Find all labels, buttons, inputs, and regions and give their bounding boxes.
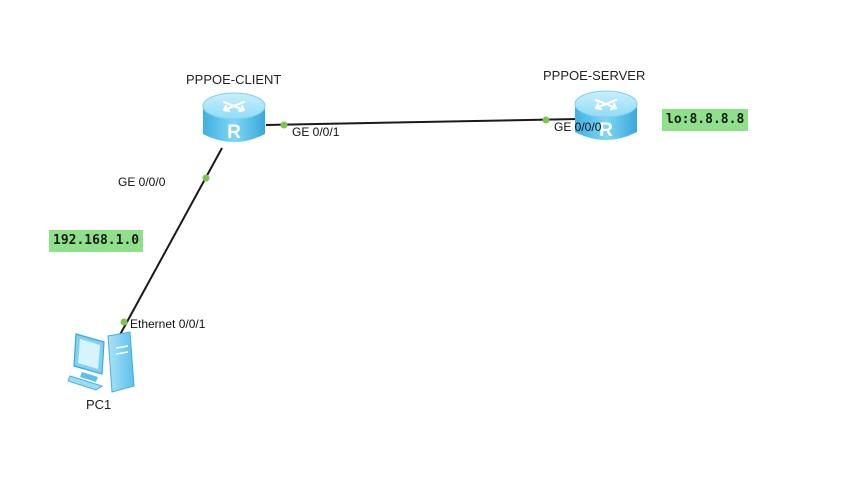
port-dot-pc-eth[interactable] — [120, 318, 128, 326]
port-dot-server-ge000[interactable] — [542, 116, 550, 124]
pc-icon[interactable] — [67, 331, 135, 393]
device-label-client: PPPOE-CLIENT — [186, 72, 282, 87]
port-label-pc-eth: Ethernet 0/0/1 — [130, 317, 206, 331]
port-dot-client-ge001[interactable] — [280, 121, 288, 129]
port-dot-client-ge000[interactable] — [202, 174, 210, 182]
router-icon[interactable]: R — [202, 92, 266, 143]
link-client-server[interactable] — [265, 118, 579, 126]
note-lan-subnet[interactable]: 192.168.1.0 — [49, 230, 144, 252]
note-loopback[interactable]: lo:8.8.8.8 — [662, 109, 749, 131]
device-label-pc: PC1 — [86, 397, 112, 412]
port-label-client-ge001: GE 0/0/1 — [292, 125, 340, 139]
svg-text:R: R — [599, 120, 613, 141]
port-label-server-ge000: GE 0/0/0 — [554, 120, 602, 134]
svg-text:R: R — [227, 122, 241, 143]
port-label-client-ge000: GE 0/0/0 — [118, 175, 166, 189]
device-label-server: PPPOE-SERVER — [543, 68, 646, 83]
router-icon[interactable]: R — [574, 90, 638, 141]
